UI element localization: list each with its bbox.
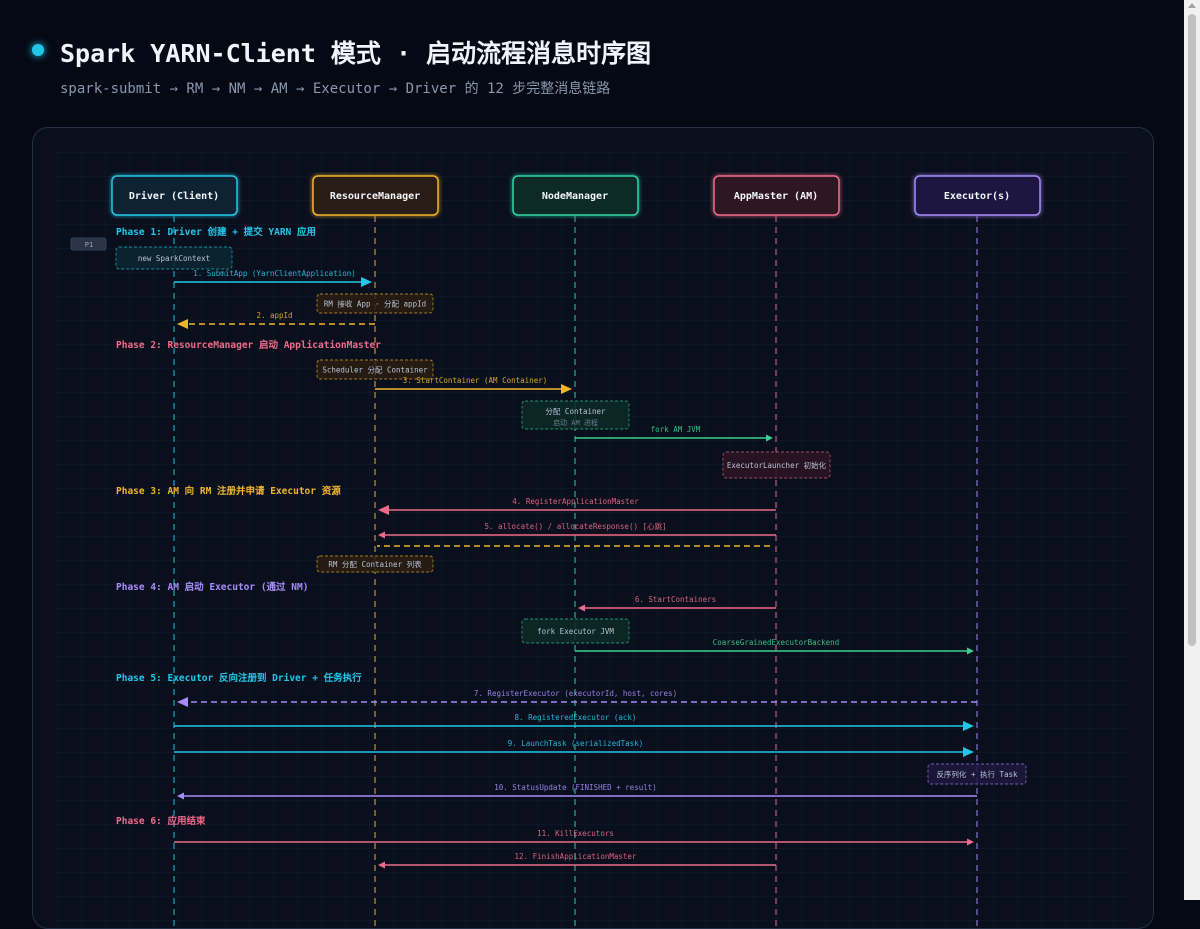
note-box-2: [316, 293, 434, 314]
actor-box-rm: [312, 175, 439, 216]
note-box-6: [316, 555, 434, 573]
page-scrollbar[interactable]: [1184, 0, 1200, 900]
page-title: Spark YARN-Client 模式 · 启动流程消息时序图: [60, 39, 652, 68]
message-arrowhead-9: [967, 647, 974, 655]
note-text-5: ExecutorLauncher 初始化: [727, 460, 827, 470]
phase-label-6: Phase 6: 应用结束: [116, 815, 206, 827]
message-label-9: CoarseGrainedExecutorBackend: [713, 638, 839, 647]
message-label-8: 6. StartContainers: [635, 595, 716, 604]
actor-label-driver: Driver (Client): [129, 190, 219, 202]
message-label-3: 3. StartContainer (AM Container): [403, 376, 548, 385]
note-text-4: 分配 Container: [545, 407, 606, 416]
message-label-6: 5. allocate() / allocateResponse() [心跳]: [484, 521, 666, 531]
note-box-8: [927, 763, 1027, 785]
actor-box-driver: [111, 175, 238, 216]
note-text-2: RM 接收 App · 分配 appId: [324, 299, 426, 309]
actor-label-exec: Executor(s): [944, 191, 1010, 202]
note-text-7: fork Executor JVM: [537, 627, 614, 636]
note-text-3: Scheduler 分配 Container: [322, 366, 428, 375]
phase-label-2: Phase 2: ResourceManager 启动 ApplicationM…: [116, 339, 381, 351]
note-box-5: [722, 451, 831, 479]
phase-tag: [70, 237, 107, 251]
actor-box-nm: [512, 175, 639, 216]
message-label-1: 1. SubmitApp (YarnClientApplication): [193, 269, 356, 278]
message-label-10: 7. RegisterExecutor (executorId, host, c…: [474, 689, 677, 698]
message-arrowhead-2: [177, 319, 188, 329]
message-label-11: 8. RegisteredExecutor (ack): [515, 713, 637, 722]
note-box-3: [316, 359, 434, 380]
message-label-2: 2. appId: [256, 311, 292, 320]
note-text-6: RM 分配 Container 列表: [328, 559, 422, 569]
message-arrowhead-11: [963, 721, 974, 731]
title-bullet-icon: [32, 44, 44, 56]
sequence-diagram-panel: Driver (Client) ResourceManager NodeManage…: [32, 127, 1154, 929]
page-subtitle: spark-submit → RM → NM → AM → Executor →…: [60, 81, 611, 97]
message-label-14: 11. KillExecutors: [537, 829, 614, 838]
actor-label-am: AppMaster (AM): [734, 191, 818, 202]
message-label-12: 9. LaunchTask (serializedTask): [508, 739, 643, 748]
phase-label-4: Phase 4: AM 启动 Executor (通过 NM): [116, 581, 308, 593]
scroll-up-arrow-icon[interactable]: [1188, 3, 1196, 8]
message-arrowhead-10: [177, 697, 188, 707]
message-label-15: 12. FinishApplicationMaster: [515, 852, 637, 861]
message-arrowhead-5: [378, 505, 389, 515]
phase-label-3: Phase 3: AM 向 RM 注册并申请 Executor 资源: [116, 485, 341, 497]
note-box-4: [521, 400, 630, 430]
actor-box-exec: [914, 175, 1041, 216]
note-box-1: [115, 246, 233, 270]
message-arrowhead-6: [378, 531, 385, 539]
actor-label-rm: ResourceManager: [330, 191, 420, 202]
note-text-1: new SparkContext: [138, 254, 210, 263]
message-arrowhead-1: [361, 277, 372, 287]
actor-box-am: [713, 175, 840, 216]
message-arrowhead-15: [378, 861, 385, 869]
message-label-13: 10. StatusUpdate (FINISHED + result): [494, 783, 657, 792]
sequence-diagram: Driver (Client) ResourceManager NodeManage…: [57, 152, 1129, 928]
phase-label-5: Phase 5: Executor 反向注册到 Driver + 任务执行: [116, 672, 362, 684]
note-text-8: 反序列化 + 执行 Task: [936, 769, 1018, 779]
message-arrowhead-8: [578, 604, 585, 612]
message-label-5: 4. RegisterApplicationMaster: [512, 497, 639, 506]
scrollbar-thumb[interactable]: [1188, 14, 1196, 646]
note-box-7: [521, 618, 630, 644]
message-arrowhead-12: [963, 747, 974, 757]
phase-tag-label: P1: [85, 241, 93, 249]
message-arrowhead-14: [967, 838, 974, 846]
message-arrowhead-3: [561, 384, 572, 394]
note-subtext-4: 启动 AM 进程: [553, 418, 598, 427]
message-arrowhead-13: [177, 792, 184, 800]
message-arrowhead-4: [766, 434, 773, 442]
actor-label-nm: NodeManager: [542, 191, 608, 202]
message-label-4: fork AM JVM: [651, 425, 701, 434]
phase-label-1: Phase 1: Driver 创建 + 提交 YARN 应用: [116, 226, 316, 238]
